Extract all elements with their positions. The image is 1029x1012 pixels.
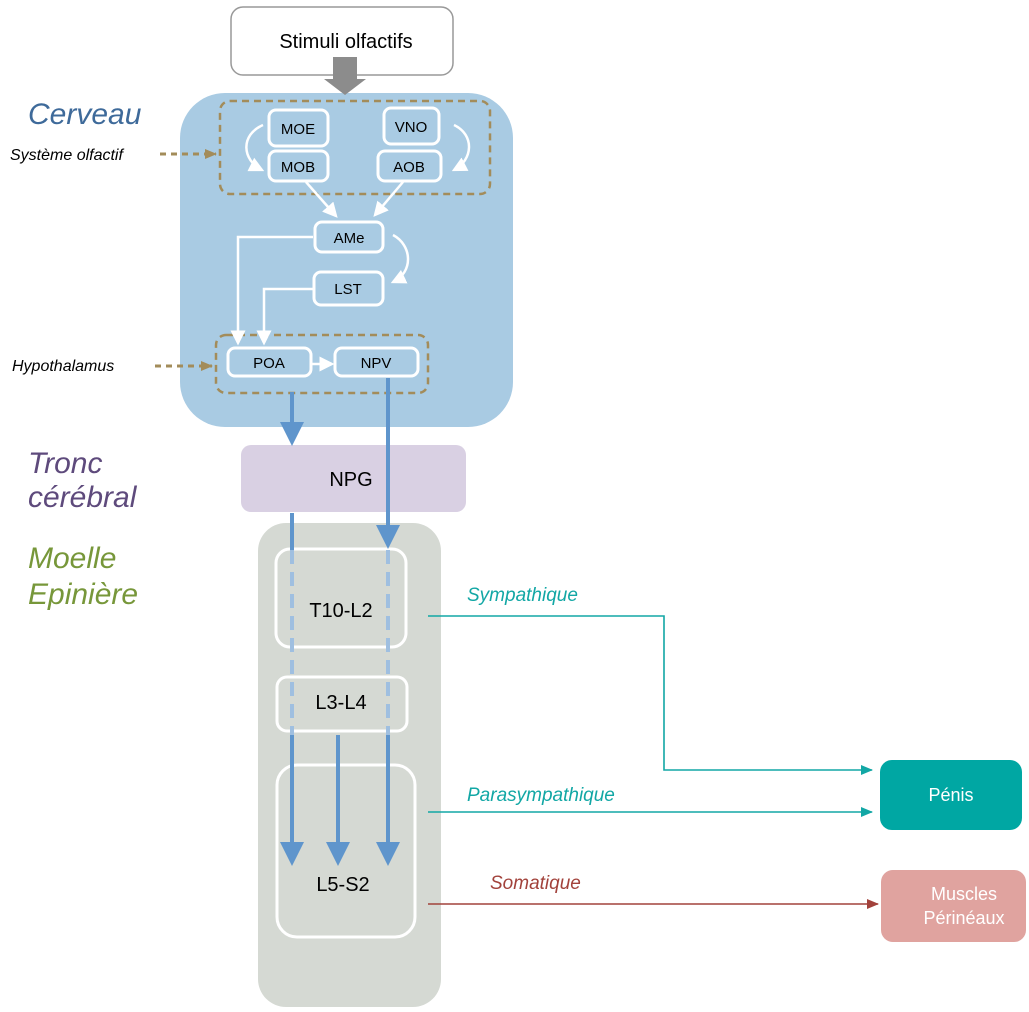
target-muscles: [881, 870, 1026, 942]
segment-l5-s2-label: L5-S2: [316, 874, 369, 896]
target-penis-label: Pénis: [928, 785, 973, 805]
pathway-somatic-label: Somatique: [490, 873, 581, 894]
node-vno: [382, 106, 441, 146]
arrow-vno-aob: [451, 123, 471, 172]
arrow-ame-lst: [390, 233, 410, 284]
node-poa: [226, 346, 313, 378]
node-npv-label: NPV: [361, 355, 392, 372]
node-mob: [267, 149, 330, 183]
region-spinal-label-line2: Epinière: [28, 578, 138, 611]
node-aob-label: AOB: [393, 159, 425, 176]
segment-t10-l2-label: T10-L2: [309, 600, 372, 622]
node-vno-label: VNO: [395, 119, 428, 136]
segment-t10-l2: [274, 547, 408, 649]
node-npv: [333, 346, 420, 378]
arrow-ame-poa: [230, 235, 313, 346]
node-moe: [267, 108, 330, 148]
node-npg-label: NPG: [329, 469, 372, 491]
region-spinal-label-line1: Moelle: [28, 542, 116, 575]
side-label-olfactory: Système olfactif: [10, 147, 124, 164]
node-poa-label: POA: [253, 355, 285, 372]
node-mob-label: MOB: [281, 159, 315, 176]
node-ame-label: AMe: [334, 230, 365, 247]
arrow-aob-ame: [373, 181, 404, 217]
brainstem-region: [241, 445, 466, 512]
hypothalamus-box: [214, 333, 430, 395]
arrow-moe-mob: [245, 123, 265, 172]
arrow-lst-poa: [256, 287, 314, 346]
segment-l5-s2: [275, 763, 417, 939]
node-lst: [312, 270, 385, 307]
target-penis: [880, 760, 1022, 830]
sympathetic-line: [428, 615, 873, 775]
stimuli-label: Stimuli olfactifs: [279, 31, 412, 53]
pathway-parasympathetic-label: Parasympathique: [467, 785, 615, 806]
arrow-mob-ame: [305, 181, 338, 218]
target-muscles-label-line1: Muscles: [931, 884, 997, 904]
pathway-sympathetic-label: Sympathique: [467, 585, 578, 606]
node-lst-label: LST: [334, 281, 362, 298]
region-brainstem-label-line1: Tronc: [28, 447, 102, 480]
segment-l3-l4-label: L3-L4: [315, 692, 366, 714]
region-brainstem-label-line2: cérébral: [28, 481, 138, 514]
node-moe-label: MOE: [281, 121, 315, 138]
segment-l3-l4: [275, 675, 409, 733]
node-aob: [376, 149, 443, 183]
region-brain-label: Cerveau: [28, 98, 142, 131]
side-label-hypothalamus: Hypothalamus: [12, 358, 114, 375]
stimuli-arrow: [324, 57, 366, 95]
target-muscles-label-line2: Périnéaux: [923, 908, 1004, 928]
olfactory-system-box: [218, 99, 492, 196]
node-ame: [313, 220, 385, 254]
